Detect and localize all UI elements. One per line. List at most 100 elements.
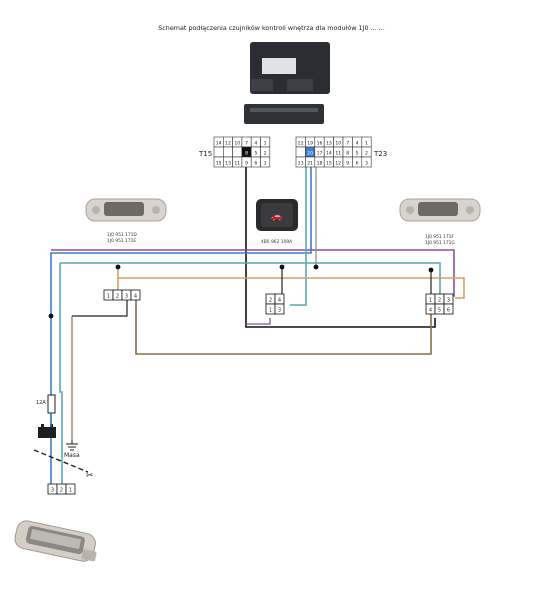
connector-t15-pin-label: 6 xyxy=(254,161,257,167)
plug-right-pin-label: 3 xyxy=(447,298,450,304)
alarm-switch-image: 🚗 4B0 962 109A xyxy=(256,199,298,245)
purple-wire-branch xyxy=(246,318,271,325)
cut-line: ✂ xyxy=(33,449,94,481)
connector-t23-pin-label: 9 xyxy=(346,161,349,167)
plug-center-pin-label: 3 xyxy=(278,308,281,314)
plug-right-pin-cell xyxy=(443,303,454,315)
connector-t23-pin-label: 19 xyxy=(307,141,313,147)
teal-wire-down xyxy=(59,263,63,484)
connector-t15-pin-label: 2 xyxy=(264,151,267,157)
connector-t15-pin-label: 5 xyxy=(254,151,257,157)
interior-lamp-image xyxy=(14,520,97,562)
connector-t15-pin-label: 7 xyxy=(245,141,248,147)
plug-left-pin-cell xyxy=(130,289,141,301)
plug-center-pin-label: 1 xyxy=(269,308,272,314)
connector-t23-label: T23 xyxy=(373,150,387,158)
plug-bottom-pin-label: 3 xyxy=(51,488,54,494)
connector-t15-pin-cell xyxy=(213,146,224,158)
connector-t15-pin-label: 15 xyxy=(216,161,222,167)
connector-t23-pin-label: 8 xyxy=(346,151,349,157)
control-module-image xyxy=(244,42,330,124)
connector-t15-pin-label: 11 xyxy=(234,161,240,167)
svg-text:🚗: 🚗 xyxy=(271,212,282,222)
connector-t23-pin-label: 10 xyxy=(335,141,341,147)
connector-t23-pin-label: 21 xyxy=(307,161,313,167)
connector-t23-pin-label: 1 xyxy=(365,141,368,147)
connector-t23-pin-cell xyxy=(295,146,306,158)
plug-right-pin-label: 4 xyxy=(429,308,432,314)
connector-t15-pin-cell xyxy=(260,156,271,168)
connector-t15-pin-cell xyxy=(232,146,243,158)
wires xyxy=(50,146,465,484)
plug-left-pin-label: 3 xyxy=(125,294,128,300)
connector-t23-pin-label: 11 xyxy=(335,151,341,157)
plug-center-pin-cell xyxy=(274,303,285,315)
connector-t23-pin-label: 16 xyxy=(317,141,323,147)
plug-center-pin-label: 4 xyxy=(278,298,281,304)
plug-bottom-pin-label: 1 xyxy=(69,488,72,494)
left-sensor-image: 1J0 951 171D 1J0 951 171E xyxy=(85,198,167,244)
switch-code: 4B0 962 109A xyxy=(261,239,292,245)
right-sensor-code-2: 1J0 951 171G xyxy=(425,240,455,246)
plug-right-pin-label: 2 xyxy=(438,298,441,304)
plug-left-pin-label: 4 xyxy=(134,294,137,300)
left-sensor-code-1: 1J0 951 171D xyxy=(107,232,137,238)
plug-right-pin-label: 5 xyxy=(438,308,441,314)
ground-icon xyxy=(66,440,78,451)
connector-t15-pin-label: 1 xyxy=(264,141,267,147)
connector-t23-pin-label: 17 xyxy=(317,151,323,157)
scissors-icon: ✂ xyxy=(86,471,94,481)
orange-wire xyxy=(118,277,465,299)
connector-t15-pin-label: 14 xyxy=(216,141,222,147)
connector-t15-pin-label: 13 xyxy=(225,161,231,167)
connector-t15-pin-label: 9 xyxy=(245,161,248,167)
connector-t15-label: T15 xyxy=(198,150,212,158)
fuse-label: 12A xyxy=(36,400,46,406)
connector-t23-pin-label: 20 xyxy=(307,151,313,157)
plug-left-pin-label: 1 xyxy=(107,294,110,300)
blue-wire xyxy=(50,146,312,398)
right-sensor-image: 1J0 951 171F 1J0 951 171G xyxy=(399,198,481,246)
connector-t15-pin-cell xyxy=(223,146,233,158)
teal-wire-main xyxy=(60,262,441,295)
ground-label: Masa xyxy=(64,452,80,459)
connector-t15-pin-label: 3 xyxy=(264,161,267,167)
plug-right-pin-label: 6 xyxy=(447,308,450,314)
connector-t23-pin-label: 7 xyxy=(346,141,349,147)
connector-t15-pin-label: 12 xyxy=(225,141,231,147)
connector-t23-pin-label: 18 xyxy=(317,161,323,167)
connector-t23-pin-label: 13 xyxy=(326,141,332,147)
plug-bottom-pin-cell xyxy=(65,483,76,495)
junction-dots xyxy=(48,264,434,319)
battery-icon xyxy=(38,413,56,438)
connector-t23-pin-label: 3 xyxy=(365,161,368,167)
diagram-title: Schemat podłączenia czujników kontroli w… xyxy=(158,24,385,32)
connector-t15-pin-label: 4 xyxy=(254,141,257,147)
connector-t23-pin-label: 5 xyxy=(356,151,359,157)
plug-center-pin-label: 2 xyxy=(269,298,272,304)
purple-wire xyxy=(51,249,455,297)
connector-t15-pin-label: 10 xyxy=(234,141,240,147)
right-sensor-code-1: 1J0 951 171F xyxy=(425,234,454,240)
connector-t23-pin-label: 12 xyxy=(335,161,341,167)
plug-bottom-pin-label: 2 xyxy=(60,488,63,494)
connector-t23-pin-label: 2 xyxy=(365,151,368,157)
black-wire xyxy=(245,152,436,328)
plug-left-pin-label: 2 xyxy=(116,294,119,300)
left-sensor-code-2: 1J0 951 171E xyxy=(107,238,136,244)
connector-t23-pin-label: 15 xyxy=(326,161,332,167)
connector-t23-pin-label: 22 xyxy=(298,141,304,147)
connector-t23-pin-cell xyxy=(361,156,372,168)
brown-wire xyxy=(135,297,432,355)
dark-wire-left xyxy=(72,297,128,317)
fuse: 12A xyxy=(36,394,56,414)
teal-wire xyxy=(290,146,307,306)
connector-t23-pin-label: 14 xyxy=(326,151,332,157)
